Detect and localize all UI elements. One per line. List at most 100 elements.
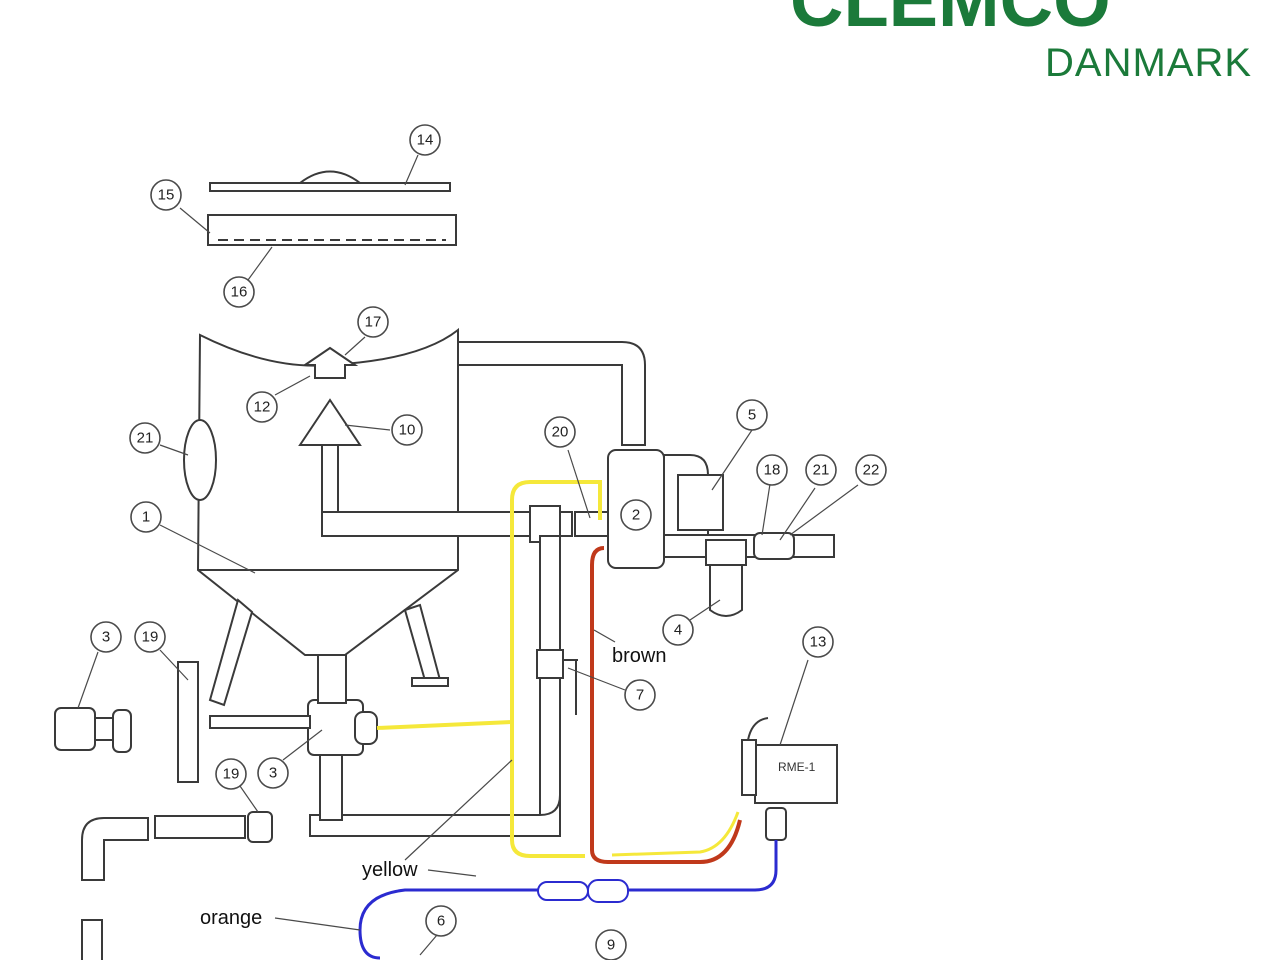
remote-valve-inlet <box>574 511 609 537</box>
svg-text:19: 19 <box>142 629 159 646</box>
callout-18: 16 <box>223 276 255 308</box>
brown-wire <box>590 546 742 864</box>
left-fittings <box>54 661 199 783</box>
callout-14: 19 <box>134 621 166 653</box>
callout-3-right: 3 <box>257 757 289 789</box>
lid-dome <box>297 170 363 184</box>
leader-19b <box>761 483 771 536</box>
leader-5 <box>711 429 753 491</box>
metering-valve-neck <box>317 654 347 704</box>
nozzle-holder <box>247 811 273 843</box>
leader-20 <box>567 449 591 519</box>
svg-text:7: 7 <box>636 687 644 704</box>
callout-2: 2 <box>620 499 652 531</box>
leader-19a <box>344 336 366 356</box>
controller-mount <box>741 739 757 796</box>
outlet-coupling <box>753 532 795 560</box>
small-valve-body <box>54 707 96 751</box>
small-valve-knob <box>112 709 132 753</box>
leader-4 <box>689 599 721 621</box>
handle-rod <box>209 715 311 729</box>
filter-head <box>705 539 747 566</box>
callout-19-top: 17 <box>357 306 389 338</box>
controller-connector <box>765 807 787 841</box>
leader-17 <box>179 207 211 234</box>
metering-valve <box>209 654 378 756</box>
yellow-leader-2 <box>404 759 513 861</box>
filter-bowl <box>709 564 743 617</box>
svg-text:5: 5 <box>748 407 756 424</box>
metering-valve-cap <box>354 711 378 745</box>
callout-16: 14 <box>409 124 441 156</box>
blue-wire-right <box>600 840 778 892</box>
blue-connector-left <box>537 881 589 901</box>
hose-lower <box>81 919 103 960</box>
leader-16 <box>404 154 419 186</box>
leader-22 <box>789 484 859 536</box>
controller-cable <box>747 717 769 741</box>
leg-left <box>208 598 254 707</box>
rme-controller: RME-1 <box>741 717 838 841</box>
svg-text:9: 9 <box>607 937 615 954</box>
callout-10: 10 <box>391 414 423 446</box>
svg-text:3: 3 <box>269 765 277 782</box>
blue-connector-right <box>587 879 629 903</box>
svg-text:18: 18 <box>764 462 781 479</box>
leg-foot <box>411 677 449 687</box>
callout-6: 6 <box>425 905 457 937</box>
hose-assembly <box>81 811 273 960</box>
callout-3-left: 3 <box>90 621 122 653</box>
leader-10 <box>344 424 391 431</box>
callout-9: 9 <box>595 929 627 960</box>
outlet-pipe <box>663 534 835 558</box>
brown-label: brown <box>612 645 666 667</box>
svg-text:14: 14 <box>417 132 434 149</box>
leader-13 <box>239 785 259 813</box>
pipe-vertical <box>539 535 561 827</box>
svg-text:19: 19 <box>223 766 240 783</box>
svg-text:1: 1 <box>142 509 150 526</box>
logo-subtitle: DANMARK <box>1045 41 1252 85</box>
leader-15 <box>779 659 809 746</box>
callout-13: 19 <box>215 758 247 790</box>
callout-19-right: 18 <box>756 454 788 486</box>
svg-text:22: 22 <box>863 462 880 479</box>
callout-4: 4 <box>662 614 694 646</box>
svg-text:15: 15 <box>158 187 175 204</box>
orange-label: orange <box>200 907 262 929</box>
svg-text:21: 21 <box>137 430 154 447</box>
pipe-bottom <box>309 794 561 837</box>
yellow-wire-controller <box>611 811 740 857</box>
air-piping <box>309 341 646 837</box>
yellow-leader <box>427 869 477 877</box>
leader-21a <box>159 444 189 456</box>
lid-cover <box>209 182 451 192</box>
fill-inlet <box>301 346 359 379</box>
leader-1 <box>159 524 256 574</box>
svg-text:6: 6 <box>437 913 445 930</box>
svg-text:10: 10 <box>399 422 416 439</box>
callout-5: 5 <box>736 399 768 431</box>
yellow-wire <box>376 480 602 730</box>
callout-15: 13 <box>802 626 834 658</box>
callout-12: 12 <box>246 391 278 423</box>
callout-22: 22 <box>855 454 887 486</box>
callout-leaders <box>77 154 859 956</box>
leader-21b <box>779 487 816 541</box>
callout-21-right: 21 <box>805 454 837 486</box>
brown-leader <box>593 629 616 643</box>
leader-12 <box>274 375 311 396</box>
svg-text:12: 12 <box>254 399 271 416</box>
handwheel-plate <box>177 661 199 783</box>
controller-label: RME-1 <box>778 760 816 774</box>
leader-14 <box>159 649 189 681</box>
controller-box <box>754 744 838 804</box>
leader-6 <box>419 934 438 956</box>
clemco-logo: CLEMCO DANMARK <box>790 0 1252 85</box>
yellow-wire-lower <box>510 722 585 858</box>
pipe-top <box>457 341 646 446</box>
svg-text:20: 20 <box>552 424 569 441</box>
callout-1: 1 <box>130 501 162 533</box>
leader-18 <box>247 246 273 281</box>
